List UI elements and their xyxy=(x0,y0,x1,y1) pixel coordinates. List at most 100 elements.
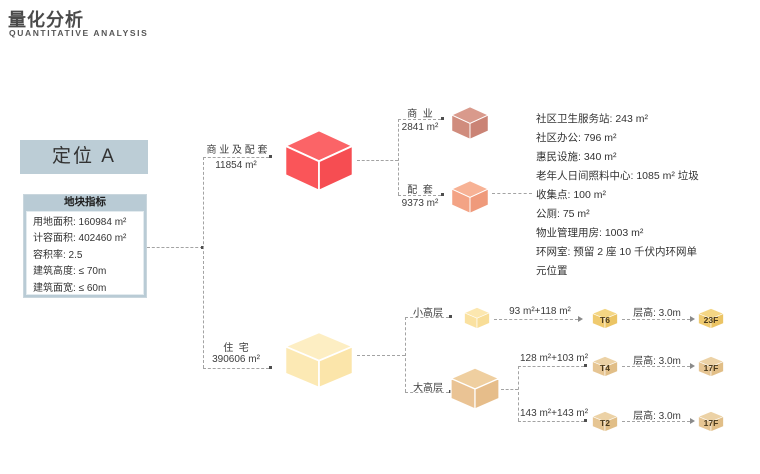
residential-bracket-vertical xyxy=(405,317,406,392)
support-cube xyxy=(451,180,489,214)
row2-floor-height: 层高: 3.0m xyxy=(633,356,681,367)
row2-line1 xyxy=(518,366,584,367)
iso-cube-icon xyxy=(592,356,618,377)
support-to-details xyxy=(492,193,532,194)
iso-cube-icon xyxy=(592,411,618,432)
detail-line: 老年人日间照料中心: 1085 m² 垃圾 xyxy=(536,170,699,182)
detail-line: 环网室: 预留 2 座 10 千伏内环网单 xyxy=(536,246,698,258)
metric-plot-ratio: 容积率: 2.5 xyxy=(33,249,83,261)
floors-17f-cube-a: 17F xyxy=(698,356,724,377)
detail-line: 惠民设施: 340 m² xyxy=(536,151,617,163)
retail-dot xyxy=(441,117,444,120)
iso-cube-icon xyxy=(450,367,500,410)
residential-branch-label: 住 宅 xyxy=(223,343,249,354)
commercial-branch-underline xyxy=(203,157,269,158)
retail-label: 商 业 xyxy=(407,109,433,120)
positioning-a-box: 定位 A xyxy=(20,140,148,174)
row1-floor-height: 层高: 3.0m xyxy=(633,308,681,319)
residential-branch-dot xyxy=(269,366,272,369)
residential-branch-underline xyxy=(203,368,269,369)
residential-area: 390606 m² xyxy=(212,354,260,365)
high-rise-to-bracket xyxy=(501,389,518,390)
floors-23f-cube: 23F xyxy=(698,308,724,329)
detail-line: 收集点: 100 m² xyxy=(536,189,607,201)
support-dot xyxy=(441,193,444,196)
site-metrics-body: 用地面积: 160984 m² 计容面积: 402460 m² 容积率: 2.5… xyxy=(26,211,144,295)
tower-t2-cube: T2 xyxy=(592,411,618,432)
floors-17f-label-b: 17F xyxy=(703,418,719,428)
row3-line1-dot xyxy=(584,419,587,422)
low-rise-dot xyxy=(449,315,452,318)
low-rise-label: 小高层 xyxy=(413,308,443,319)
row1-arrow1-line xyxy=(494,319,578,320)
row2-line1-dot xyxy=(584,364,587,367)
connector-junction-dot xyxy=(201,246,204,249)
metric-land-area: 用地面积: 160984 m² xyxy=(33,217,127,228)
commercial-cube xyxy=(284,129,354,192)
support-underline xyxy=(398,195,441,196)
high-rise-underline xyxy=(405,392,449,393)
commercial-cube-to-bracket xyxy=(357,160,398,161)
row1-arrow1-head xyxy=(578,316,583,322)
retail-cube xyxy=(451,106,489,140)
row3-unit-mix: 143 m²+143 m² xyxy=(520,408,589,419)
tower-t4-cube: T4 xyxy=(592,356,618,377)
residential-cube-to-bracket xyxy=(357,355,405,356)
iso-cube-icon xyxy=(284,331,354,389)
row1-arrow2-line xyxy=(622,319,690,320)
row1-unit-mix: 93 m²+118 m² xyxy=(509,306,571,317)
site-metrics-panel: 地块指标 用地面积: 160984 m² 计容面积: 402460 m² 容积率… xyxy=(23,194,147,298)
support-label: 配 套 xyxy=(407,185,433,196)
iso-cube-icon xyxy=(698,411,724,432)
row3-floor-height: 层高: 3.0m xyxy=(633,411,681,422)
commercial-area: 11854 m² xyxy=(215,160,257,171)
site-metrics-title: 地块指标 xyxy=(64,196,106,208)
retail-area: 2841 m² xyxy=(401,122,439,133)
row2-arrow2-line xyxy=(622,366,690,367)
high-rise-cube xyxy=(450,367,500,410)
metric-height-limit: 建筑高度: ≤ 70m xyxy=(33,266,107,278)
detail-line: 元位置 xyxy=(536,265,568,277)
iso-cube-icon xyxy=(451,180,489,214)
commercial-details-block: 社区卫生服务站: 243 m² 社区办公: 796 m² 惠民设施: 340 m… xyxy=(536,110,736,281)
metric-gfa: 计容面积: 402460 m² xyxy=(33,233,127,245)
tower-t2-label: T2 xyxy=(600,418,610,428)
detail-line: 社区卫生服务站: 243 m² xyxy=(536,113,649,125)
low-rise-underline xyxy=(405,317,449,318)
iso-cube-icon xyxy=(284,129,354,192)
iso-cube-icon xyxy=(698,308,724,329)
floors-17f-cube-b: 17F xyxy=(698,411,724,432)
retail-underline xyxy=(398,119,441,120)
low-rise-cube xyxy=(464,307,490,329)
row3-line1 xyxy=(518,421,584,422)
commercial-branch-label: 商 业 及 配 套 xyxy=(206,145,268,156)
iso-cube-icon xyxy=(592,308,618,329)
tower-t6-cube: T6 xyxy=(592,308,618,329)
iso-cube-icon xyxy=(451,106,489,140)
page-title: 量化分析 xyxy=(8,10,84,30)
row2-arrow2-head xyxy=(690,363,695,369)
commercial-branch-dot xyxy=(269,155,272,158)
detail-line: 物业管理用房: 1003 m² xyxy=(536,227,644,239)
row2-unit-mix: 128 m²+103 m² xyxy=(520,353,589,364)
detail-line: 公厕: 75 m² xyxy=(536,208,590,220)
metric-width-limit: 建筑面宽: ≤ 60m xyxy=(33,282,107,294)
row3-arrow2-line xyxy=(622,421,690,422)
page-subtitle: QUANTITATIVE ANALYSIS xyxy=(9,28,149,38)
floors-23f-label: 23F xyxy=(703,315,719,325)
row1-arrow2-head xyxy=(690,316,695,322)
detail-line: 社区办公: 796 m² xyxy=(536,132,617,144)
iso-cube-icon xyxy=(464,307,490,329)
row3-arrow2-head xyxy=(690,418,695,424)
commercial-bracket-vertical xyxy=(398,119,399,195)
high-rise-bracket-vertical xyxy=(518,366,519,421)
iso-cube-icon xyxy=(698,356,724,377)
connector-panel-to-trunk xyxy=(147,247,203,248)
floors-17f-label-a: 17F xyxy=(703,363,719,373)
tower-t4-label: T4 xyxy=(600,363,610,373)
high-rise-label: 大高层 xyxy=(413,383,443,394)
residential-cube xyxy=(284,331,354,389)
support-area: 9373 m² xyxy=(401,198,439,209)
tower-t6-label: T6 xyxy=(600,315,610,325)
